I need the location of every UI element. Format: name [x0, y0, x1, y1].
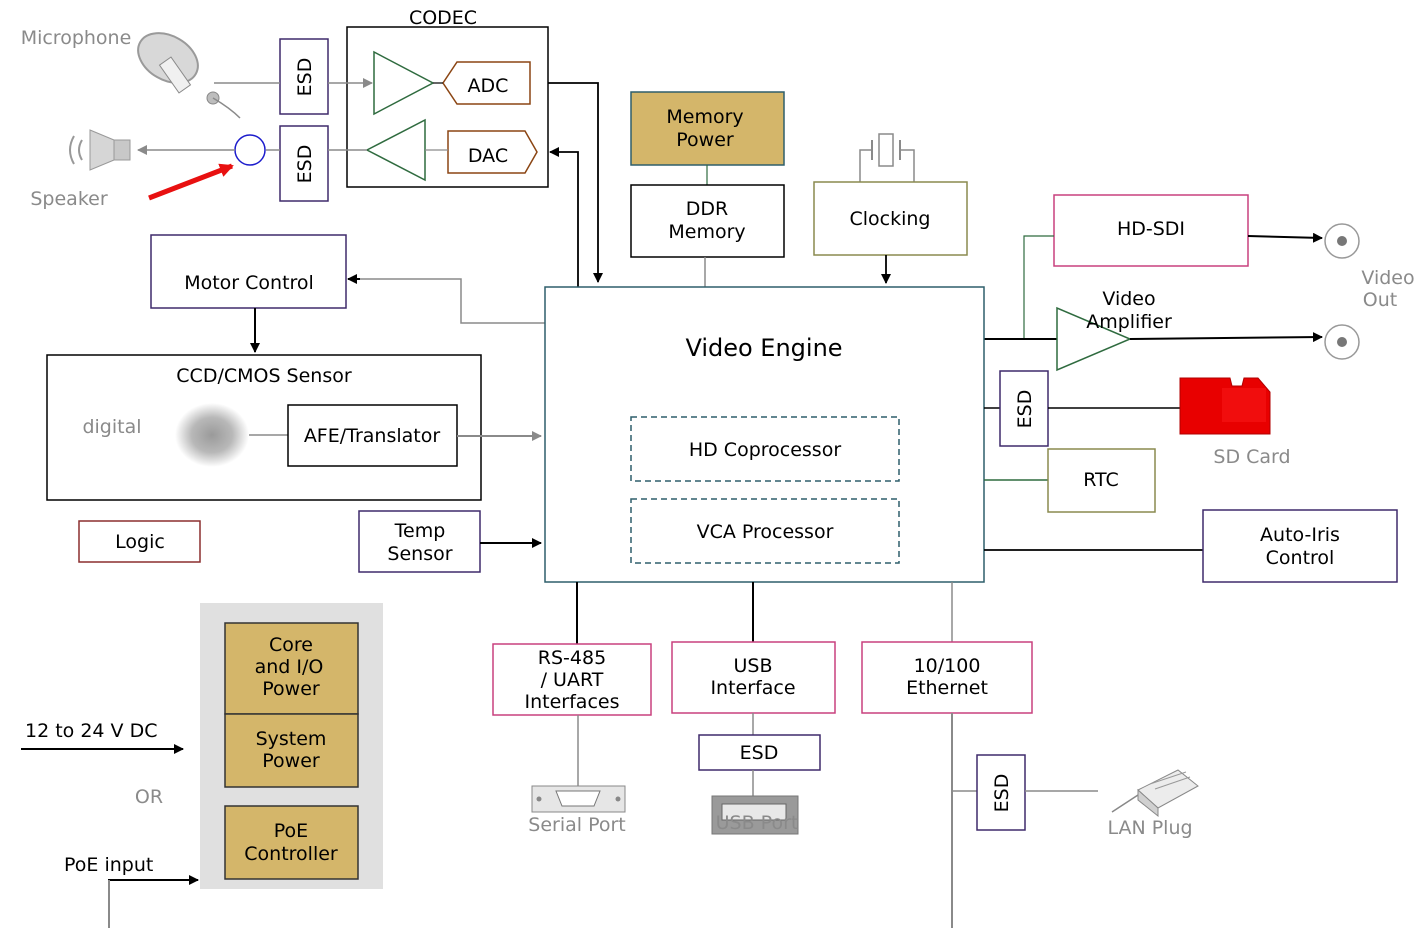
or-label: OR — [135, 786, 163, 808]
svg-text:Power: Power — [262, 750, 320, 772]
poe-controller-box: PoE Controller — [224, 805, 359, 880]
svg-text:ESD: ESD — [991, 774, 1013, 813]
video-engine-box: Video Engine HD Coprocessor VCA Processo… — [544, 286, 985, 583]
poe-input-label: PoE input — [64, 854, 153, 876]
speaker-icon — [69, 129, 131, 171]
microphone-icon — [137, 32, 241, 119]
rca-jack-icon — [1324, 324, 1360, 360]
audio-jack-icon — [234, 134, 266, 166]
svg-text:System: System — [256, 728, 327, 750]
svg-text:Interface: Interface — [710, 677, 795, 699]
svg-text:VCA Processor: VCA Processor — [697, 521, 834, 543]
sd-card-label: SD Card — [1213, 446, 1290, 468]
dac-box — [447, 130, 538, 174]
hd-coprocessor-box — [630, 416, 900, 482]
codec-block: CODEC ADC DAC — [346, 7, 549, 188]
system-power-box: System Power — [224, 713, 359, 788]
esd-speaker: ESD — [279, 125, 329, 202]
svg-text:Power: Power — [262, 678, 320, 700]
serial-port-icon — [531, 785, 626, 813]
svg-text:Controller: Controller — [244, 843, 338, 865]
svg-text:Ethernet: Ethernet — [906, 677, 988, 699]
highlight-arrow-icon — [148, 163, 234, 201]
svg-text:Memory: Memory — [666, 106, 743, 128]
ccd-cmos-sensor-box: CCD/CMOS Sensor digital AFE/Translator — [46, 354, 482, 501]
svg-text:Memory: Memory — [668, 221, 745, 243]
hd-sdi-box: HD-SDI — [1053, 194, 1249, 267]
rs485-uart-box: RS-485 / UART Interfaces — [492, 643, 652, 716]
adc-box — [442, 61, 531, 105]
svg-text:/ UART: / UART — [541, 669, 604, 691]
svg-text:Clocking: Clocking — [849, 208, 930, 230]
svg-text:USB: USB — [733, 655, 772, 677]
speaker-label: Speaker — [30, 188, 107, 210]
adc-label: ADC — [468, 75, 509, 97]
svg-text:AFE/Translator: AFE/Translator — [304, 425, 441, 447]
svg-text:ESD: ESD — [740, 742, 779, 764]
clocking-box: Clocking — [813, 181, 968, 256]
temp-sensor-box: Temp Sensor — [358, 510, 481, 573]
svg-text:DDR: DDR — [686, 198, 728, 220]
ethernet-box: 10/100 Ethernet — [861, 641, 1033, 714]
esd-sd-card: ESD — [999, 370, 1049, 447]
svg-text:Auto-Iris: Auto-Iris — [1260, 524, 1340, 546]
svg-text:RTC: RTC — [1083, 469, 1119, 491]
logic-legend-box: Logic — [78, 520, 201, 563]
image-sensor-icon — [175, 403, 249, 467]
svg-text:ESD: ESD — [294, 145, 316, 184]
crystal-oscillator-icon — [859, 133, 915, 182]
svg-text:HD Coprocessor: HD Coprocessor — [689, 439, 841, 461]
svg-text:RS-485: RS-485 — [538, 647, 606, 669]
esd-usb: ESD — [698, 734, 821, 771]
core-io-power-box: Core and I/O Power — [224, 622, 359, 715]
usb-port-icon — [711, 795, 799, 835]
svg-text:ESD: ESD — [294, 58, 316, 97]
lan-plug-icon — [1111, 769, 1199, 818]
svg-text:Temp: Temp — [394, 520, 446, 542]
usb-port-label: USB Port — [716, 812, 799, 834]
digital-label: digital — [82, 416, 141, 438]
motor-control-box: Motor Control — [150, 234, 347, 309]
serial-port-label: Serial Port — [528, 814, 625, 836]
rca-jack-icon — [1324, 223, 1360, 259]
video-out-label-2: Out — [1363, 289, 1397, 311]
sd-card-icon — [1179, 377, 1271, 435]
ddr-memory-box: DDR Memory — [630, 184, 785, 258]
esd-ethernet: ESD — [976, 754, 1026, 831]
svg-text:Sensor: Sensor — [387, 543, 452, 565]
dc-input-label: 12 to 24 V DC — [25, 720, 157, 742]
svg-text:10/100: 10/100 — [914, 655, 981, 677]
svg-text:and I/O: and I/O — [255, 656, 324, 678]
memory-power-box: Memory Power — [630, 91, 785, 166]
svg-text:ESD: ESD — [1014, 390, 1036, 429]
svg-text:Logic: Logic — [115, 531, 165, 553]
usb-interface-box: USB Interface — [671, 641, 836, 714]
adc-amplifier — [373, 50, 435, 116]
svg-text:PoE: PoE — [274, 820, 308, 842]
lan-plug-label: LAN Plug — [1107, 817, 1192, 839]
microphone-label: Microphone — [21, 27, 132, 49]
video-amplifier-label: Video — [1102, 288, 1155, 310]
dac-label: DAC — [468, 145, 508, 167]
svg-text:Motor Control: Motor Control — [184, 272, 314, 294]
video-out-label: Video — [1361, 267, 1414, 289]
auto-iris-control-box: Auto-Iris Control — [1202, 509, 1398, 583]
svg-text:Interfaces: Interfaces — [525, 691, 620, 713]
video-engine-title: Video Engine — [685, 334, 842, 362]
svg-text:Power: Power — [676, 129, 734, 151]
svg-text:HD-SDI: HD-SDI — [1117, 218, 1185, 240]
svg-text:CCD/CMOS Sensor: CCD/CMOS Sensor — [176, 365, 352, 387]
afe-translator-box — [287, 404, 458, 467]
svg-text:Core: Core — [269, 634, 313, 656]
svg-text:Control: Control — [1266, 547, 1335, 569]
rtc-box: RTC — [1047, 448, 1156, 513]
codec-title: CODEC — [409, 7, 477, 29]
video-amplifier-triangle — [1056, 306, 1132, 372]
esd-mic: ESD — [279, 38, 329, 115]
vca-processor-box — [630, 498, 900, 564]
video-amplifier-label-2: Amplifier — [1086, 311, 1172, 333]
